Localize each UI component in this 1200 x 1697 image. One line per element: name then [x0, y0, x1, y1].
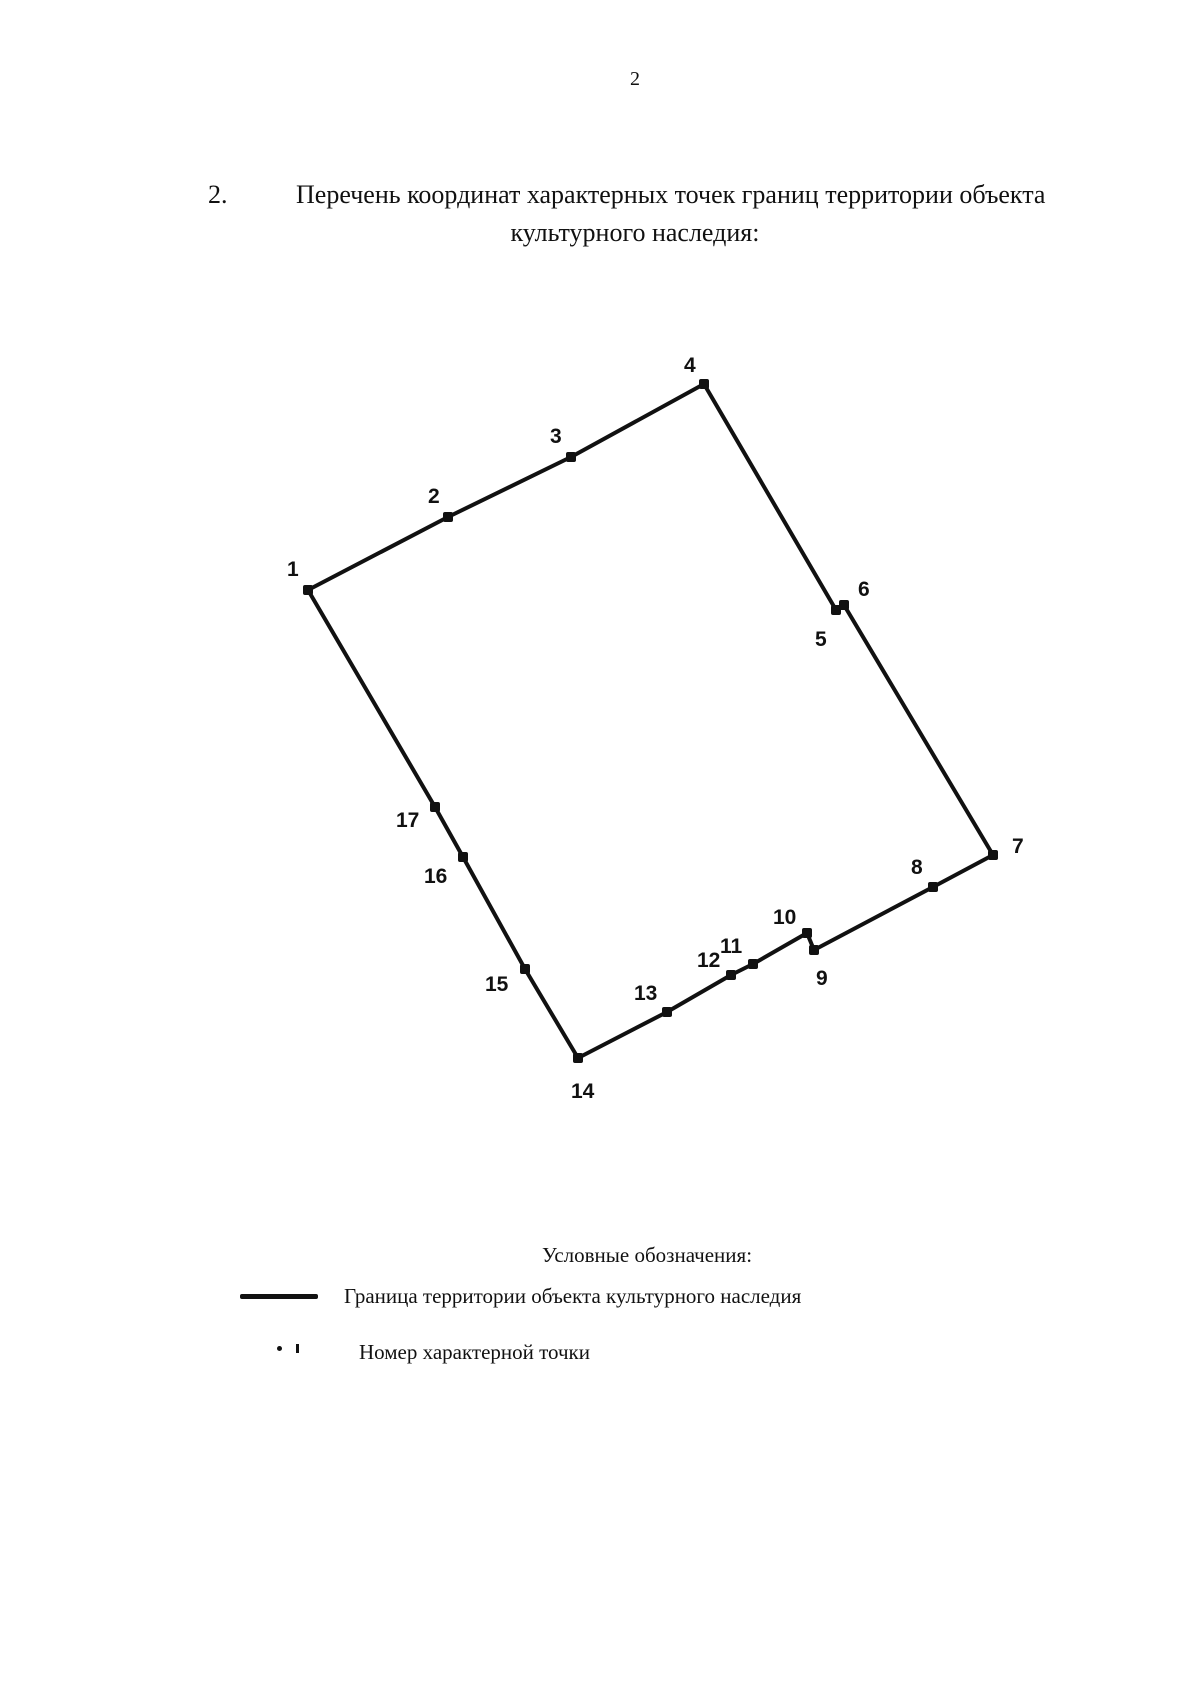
boundary-point-5: [831, 605, 841, 615]
boundary-point-12: [726, 970, 736, 980]
legend-point-number-symbol: [296, 1344, 299, 1353]
boundary-point-16: [458, 852, 468, 862]
boundary-point-1: [303, 585, 313, 595]
point-label-11: 11: [720, 935, 743, 958]
boundary-point-13: [662, 1007, 672, 1017]
point-label-15: 15: [485, 973, 509, 996]
section-heading: Перечень координат характерных точек гра…: [296, 180, 1046, 209]
boundary-point-9: [809, 945, 819, 955]
point-label-6: 6: [858, 578, 870, 601]
boundary-point-17: [430, 802, 440, 812]
boundary-point-2: [443, 512, 453, 522]
point-label-5: 5: [815, 628, 827, 651]
point-label-14: 14: [571, 1080, 595, 1103]
section-number: 2.: [208, 180, 228, 209]
point-label-2: 2: [428, 485, 440, 508]
point-label-17: 17: [396, 809, 419, 832]
boundary-point-8: [928, 882, 938, 892]
section-heading-continuation: культурного наследия:: [510, 218, 760, 247]
legend-point-symbol: [277, 1346, 282, 1351]
boundary-point-3: [566, 452, 576, 462]
boundary-point-10: [802, 928, 812, 938]
point-label-10: 10: [773, 906, 796, 929]
point-label-8: 8: [911, 856, 923, 879]
point-label-12: 12: [697, 949, 720, 972]
boundary-point-4: [699, 379, 709, 389]
point-labels: 1 2 3 4 5 6 7 8 9 10 11 12 13 14 15 16 1…: [287, 354, 1024, 1103]
page-number: 2: [630, 68, 640, 90]
legend-boundary-label: Граница территории объекта культурного н…: [344, 1284, 802, 1308]
boundary-point-14: [573, 1053, 583, 1063]
legend-title: Условные обозначения:: [542, 1243, 753, 1267]
point-label-1: 1: [287, 558, 299, 581]
point-label-13: 13: [634, 982, 657, 1005]
point-label-7: 7: [1012, 835, 1024, 858]
legend-boundary-symbol: [240, 1294, 318, 1299]
point-label-9: 9: [816, 967, 828, 990]
point-label-4: 4: [684, 354, 696, 377]
point-label-3: 3: [550, 425, 562, 448]
boundary-line: [306, 382, 995, 1060]
boundary-point-7: [988, 850, 998, 860]
boundary-point-15: [520, 964, 530, 974]
boundary-point-6: [839, 600, 849, 610]
point-label-16: 16: [424, 865, 447, 888]
boundary-points: [303, 379, 998, 1063]
boundary-point-11: [748, 959, 758, 969]
legend-point-label: Номер характерной точки: [359, 1340, 590, 1364]
